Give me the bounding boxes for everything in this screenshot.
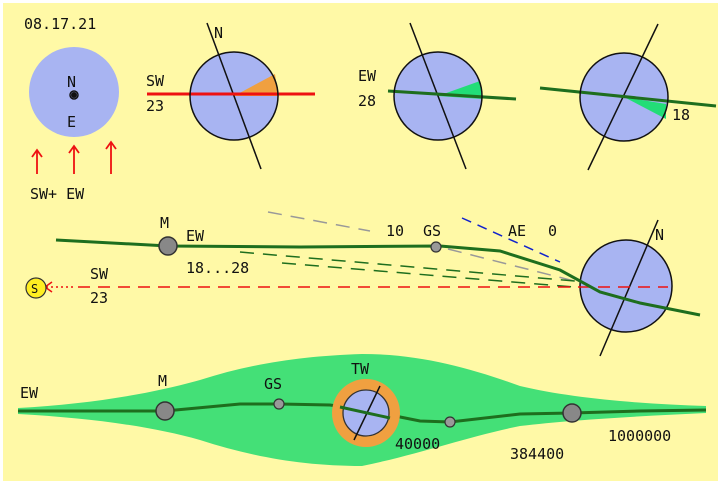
ew-beam-line-rotated	[539, 86, 717, 108]
disc-north-label: N	[67, 73, 76, 91]
zero-label: 0	[548, 222, 557, 240]
disc-observer	[580, 240, 672, 332]
far-body	[562, 403, 582, 423]
north-label: N	[655, 226, 664, 244]
ae-label: AE	[508, 222, 526, 240]
disc-center-dot	[71, 92, 77, 98]
disc-axis	[206, 22, 262, 170]
panel-2-sw-beam: N SW 23	[146, 22, 315, 170]
moon-body	[158, 236, 178, 256]
disc-east-label: E	[67, 113, 76, 131]
ten-label: 10	[386, 222, 404, 240]
gs-label: GS	[264, 375, 282, 393]
disc-outline	[393, 51, 483, 141]
sw-beam-label: SW	[146, 72, 165, 90]
incoming-arrows	[31, 140, 117, 174]
disc-axis	[599, 219, 659, 357]
middle-scene: S M EW 18...28 10 GS AE 0 N SW 23	[25, 211, 701, 357]
disc-outline	[189, 51, 279, 141]
sw-label: SW	[90, 265, 109, 283]
gray-dashed-ray	[267, 211, 371, 232]
panel-3-ew-beam: EW 28	[358, 22, 517, 170]
blue-dashed-ray	[461, 217, 561, 263]
date-label: 08.17.21	[24, 15, 96, 33]
north-label: N	[214, 24, 223, 42]
distance-40000: 40000	[395, 435, 440, 453]
disc-center-ring	[69, 90, 79, 100]
ew-beam-label: EW	[358, 67, 377, 85]
range-label: 18...28	[186, 259, 249, 277]
gs-body-far	[444, 416, 456, 428]
disc-axis	[409, 22, 467, 170]
green-wedge-rotated	[624, 97, 666, 119]
tw-path-through	[339, 405, 391, 420]
distance-1000000: 1000000	[608, 427, 671, 445]
sun-symbol: S	[31, 282, 38, 296]
ew-value-label: 28	[358, 92, 376, 110]
green-dashed-ray	[281, 262, 587, 289]
tw-label: TW	[351, 360, 370, 378]
bottom-scene: EW M GS TW 40000 384400 1000000	[18, 354, 707, 466]
green-dashed-ray	[239, 251, 587, 283]
tw-disc-outline	[342, 389, 390, 437]
gs-body	[273, 398, 285, 410]
distance-384400: 384400	[510, 445, 564, 463]
ew-path-line	[55, 238, 701, 317]
gs-body	[430, 241, 442, 253]
gray-dashed-ray	[447, 248, 587, 285]
ew-beam-line	[387, 89, 517, 101]
ew-label: EW	[186, 227, 205, 245]
sw-orange-wedge	[234, 74, 278, 96]
disc-outline	[579, 52, 669, 142]
moon-label: M	[160, 214, 169, 232]
moon-label: M	[158, 372, 167, 390]
sun-icon	[25, 277, 47, 299]
panel-4-ew-beam-rotated: 18	[539, 23, 717, 171]
gs-label: GS	[423, 222, 441, 240]
panel-1-disc-top-view: N E SW+ EW	[29, 47, 119, 203]
rotated-value-label: 18	[672, 106, 690, 124]
sw-value-label: 23	[90, 289, 108, 307]
incoming-caption: SW+ EW	[30, 185, 85, 203]
moon-body	[155, 401, 175, 421]
ew-label: EW	[20, 384, 39, 402]
sw-value-label: 23	[146, 97, 164, 115]
disc-outline	[579, 239, 673, 333]
